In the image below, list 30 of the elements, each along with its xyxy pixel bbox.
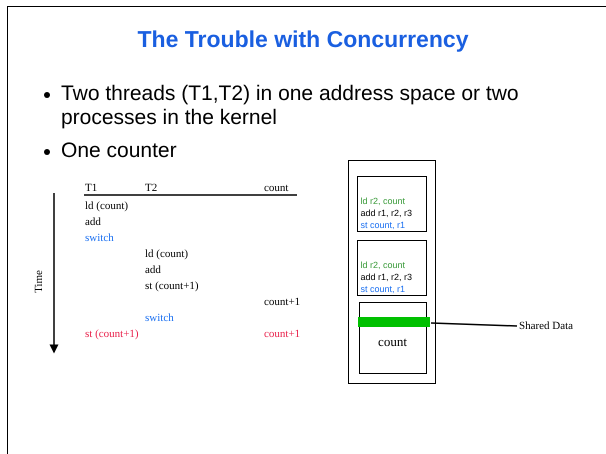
leader-line <box>430 322 518 327</box>
axis-label: Time <box>32 270 46 293</box>
table-cell: ld (count) <box>145 248 188 261</box>
code-line: add r1, r2, r3 <box>360 206 412 218</box>
table-cell: switch <box>145 312 174 325</box>
table-cell: count+1 <box>264 328 300 341</box>
table-cell: add <box>145 264 161 277</box>
address-space-box <box>348 160 436 384</box>
column-header: count <box>264 182 288 195</box>
table-cell: count+1 <box>264 296 300 309</box>
table-cell: st (count+1) <box>85 328 139 341</box>
code-box <box>356 176 426 232</box>
code-line: add r1, r2, r3 <box>360 270 412 282</box>
table-cell: st (count+1) <box>145 280 199 293</box>
table-cell: ld (count) <box>85 200 128 213</box>
code-line: st count, r1 <box>360 218 406 230</box>
code-box <box>356 240 426 296</box>
code-line: ld r2, count <box>360 258 406 270</box>
slide-title: The Trouble with Concurrency <box>136 26 470 53</box>
shared-data-bar <box>358 317 430 327</box>
code-line: st count, r1 <box>360 282 406 294</box>
text-label: Shared Data <box>519 320 599 336</box>
bullet-text: One counter <box>61 139 178 163</box>
variable-name: count <box>377 334 408 348</box>
code-line: ld r2, count <box>360 194 406 206</box>
table-cell: add <box>85 216 101 229</box>
bullet-text: Two threads (T1,T2) in one address space or two processes in the kernel <box>61 82 520 130</box>
column-header: T2 <box>145 182 158 195</box>
column-header: T1 <box>85 182 98 195</box>
table-cell: switch <box>85 232 114 245</box>
